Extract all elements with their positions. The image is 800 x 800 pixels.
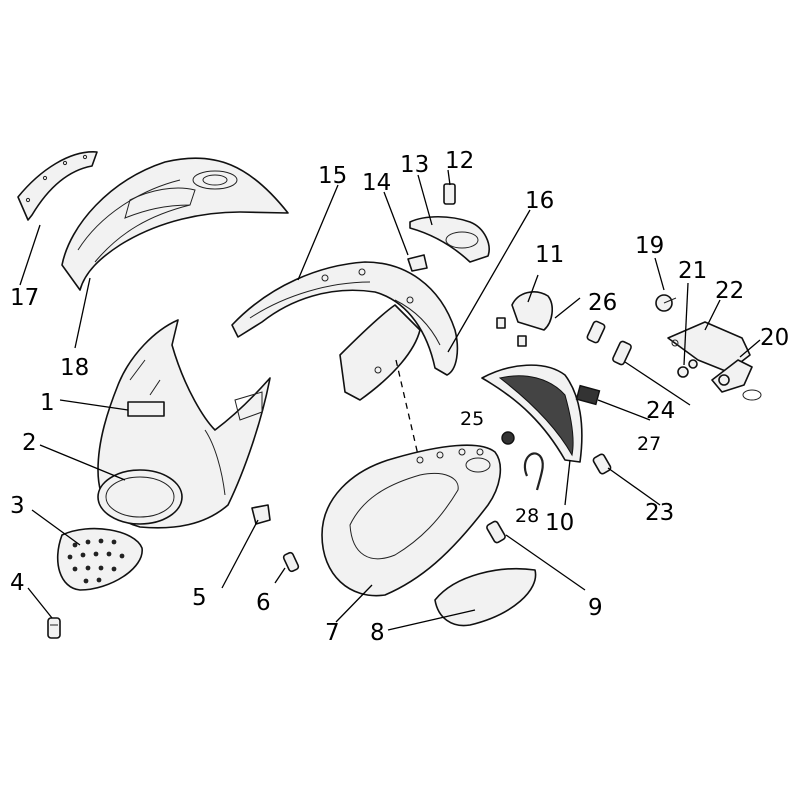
callout-15: 15: [318, 163, 347, 189]
callout-27: 27: [637, 433, 661, 455]
part-8-lower-panel: [434, 567, 537, 627]
callout-13: 13: [400, 152, 429, 178]
part-22-bracket: [667, 321, 751, 373]
part-11-bracket: [496, 291, 553, 347]
part-28-spring-clip: [523, 452, 544, 491]
part-10-inner-panel: [481, 364, 583, 463]
part-17-trim-strip: [17, 151, 98, 221]
part-27-plate: [575, 384, 601, 406]
callout-23: 23: [645, 500, 674, 526]
callout-10: 10: [545, 510, 574, 536]
callout-26: 26: [588, 290, 617, 316]
part-5-clip: [251, 504, 271, 525]
part-21-washer: [677, 359, 698, 378]
part-4-clip: [47, 617, 61, 639]
callout-16: 16: [525, 188, 554, 214]
callout-17: 17: [10, 285, 39, 311]
callout-11: 11: [535, 242, 564, 268]
assembly-centerline: [395, 359, 419, 456]
callout-12: 12: [445, 148, 474, 174]
callout-8: 8: [370, 620, 385, 646]
callout-24: 24: [646, 398, 675, 424]
callout-9: 9: [588, 595, 603, 621]
part-24-clip: [586, 320, 632, 366]
part-13-cover: [409, 215, 490, 263]
callout-1: 1: [40, 390, 55, 416]
part-7-side-cover: [321, 444, 502, 597]
callout-3: 3: [10, 493, 25, 519]
part-18-upper-cover: [61, 157, 289, 291]
part-19-emblem: [655, 294, 677, 312]
callout-2: 2: [22, 430, 37, 456]
part-2-headlight-opening: [97, 469, 183, 525]
callout-5: 5: [192, 585, 207, 611]
callout-25: 25: [460, 408, 484, 430]
callout-7: 7: [325, 620, 340, 646]
part-20-bracket: [711, 359, 762, 401]
part-23-clip: [592, 453, 612, 475]
callout-labels: 17 18 1 2 3 4 5 6 7 8 9 10 11 12 13 14 1…: [10, 148, 789, 646]
part-9-clip: [486, 520, 506, 544]
callout-18: 18: [60, 355, 89, 381]
callout-19: 19: [635, 233, 664, 259]
callout-14: 14: [362, 170, 391, 196]
part-15-inner-shield: [231, 261, 459, 401]
leader-lines: [19, 169, 761, 631]
callout-4: 4: [10, 570, 25, 596]
callout-22: 22: [715, 278, 744, 304]
callout-20: 20: [760, 325, 789, 351]
part-12-clip: [443, 183, 456, 205]
callout-28: 28: [515, 505, 539, 527]
callout-21: 21: [678, 258, 707, 284]
part-25-nut: [501, 431, 515, 445]
callout-6: 6: [256, 590, 271, 616]
part-14-clip: [407, 254, 428, 272]
part-6-clip: [282, 551, 300, 573]
